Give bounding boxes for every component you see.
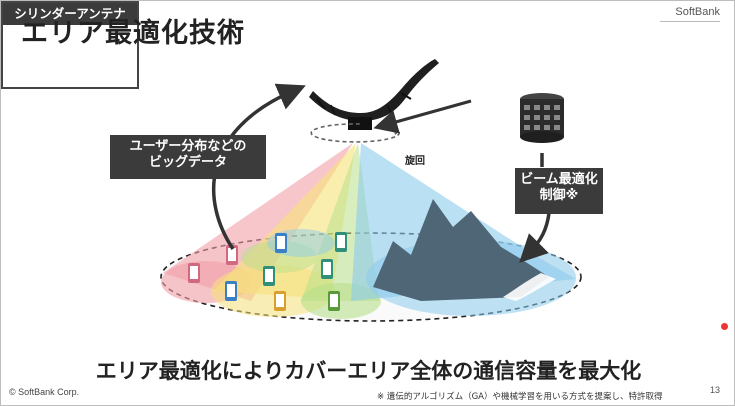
phone-icon [263, 266, 275, 286]
phone-icon [321, 259, 333, 279]
brand-logo: SoftBank [675, 6, 720, 18]
page-title: エリア最適化技術 [21, 18, 245, 49]
footnote: ※ 遺伝的アルゴリズム（GA）や機械学習を用いる方式を提案し、特許取得 [377, 392, 663, 402]
big-data-label-line1: ユーザー分布などの [129, 139, 247, 154]
big-data-box: ユーザー分布などの ビッグデータ [110, 135, 266, 179]
beam-control-label-line1: ビーム最適化 [520, 172, 598, 187]
slide-caption: エリア最適化によりカバーエリア全体の通信容量を最大化 [95, 359, 642, 383]
antenna-icon [520, 93, 564, 143]
beam-control-box: ビーム最適化 制御※ [515, 168, 603, 214]
rotation-label: 旋回 [405, 156, 425, 167]
phone-icon [274, 291, 286, 311]
phone-icon [188, 263, 200, 283]
page-number: 13 [709, 385, 720, 395]
aircraft-icon [309, 59, 439, 130]
brand-divider [660, 21, 720, 22]
phone-icon [226, 245, 238, 265]
big-data-label-line2: ビッグデータ [148, 155, 227, 171]
mountain-icon [373, 199, 556, 301]
beam-control-label-line2: 制御※ [539, 188, 579, 204]
laser-pointer-icon [721, 323, 728, 330]
copyright: © SoftBank Corp. [9, 387, 80, 397]
cylinder-antenna-label: シリンダーアンテナ [3, 3, 137, 25]
phone-icon [335, 232, 347, 252]
phone-icon [275, 233, 287, 253]
phone-icon [225, 281, 237, 301]
phone-icons [188, 232, 347, 311]
cylinder-antenna-box: シリンダーアンテナ [1, 1, 139, 89]
phone-icon [328, 291, 340, 311]
